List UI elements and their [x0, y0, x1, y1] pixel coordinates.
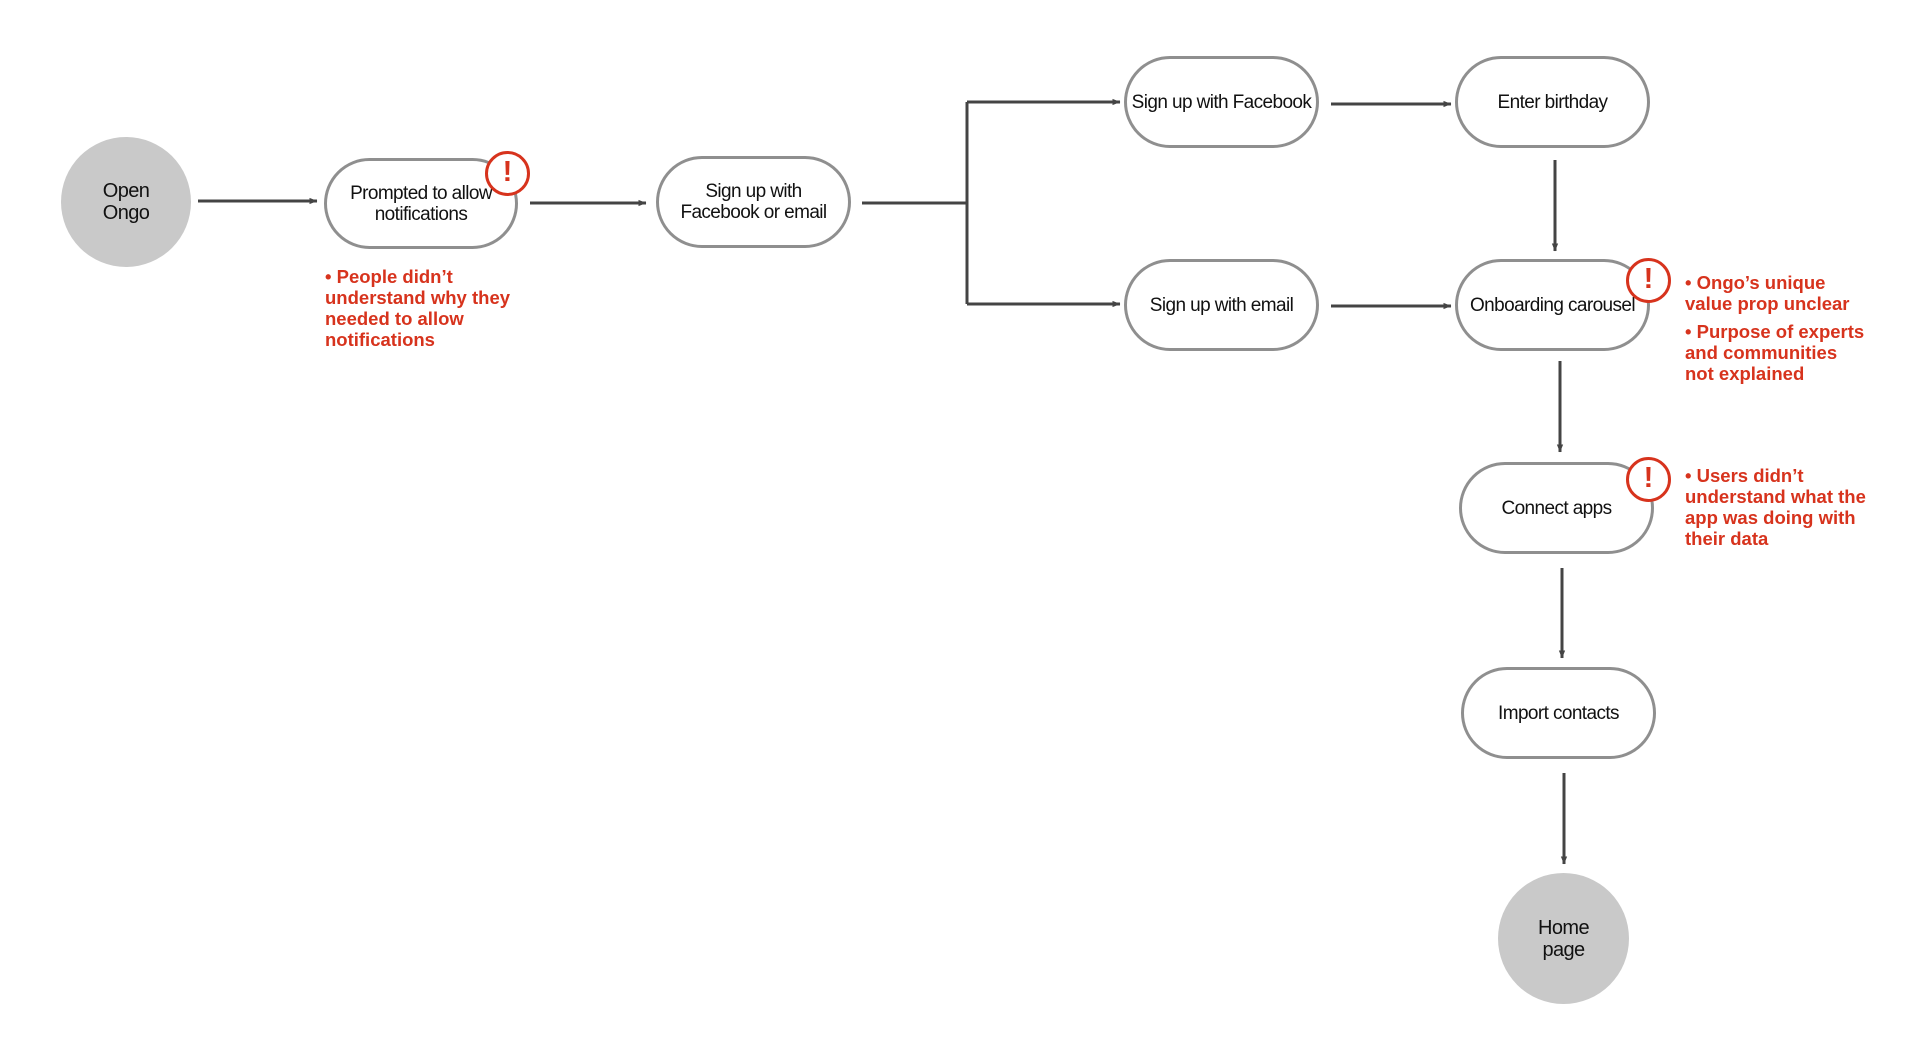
- alert-connect-apps-icon: !: [1626, 457, 1671, 502]
- end-home-page-node: Home page: [1498, 873, 1629, 1004]
- sign-up-facebook-or-email-node: Sign up with Facebook or email: [656, 156, 851, 248]
- sign-up-email-label: Sign up with email: [1149, 294, 1294, 316]
- prompted-notifications-node: Prompted to allow notifications: [324, 158, 518, 249]
- sign-up-facebook-node: Sign up with Facebook: [1124, 56, 1319, 148]
- alert-notifications-icon: !: [485, 151, 530, 196]
- prompted-notifications-label: Prompted to allow notifications: [350, 182, 492, 225]
- import-contacts-label: Import contacts: [1498, 702, 1619, 724]
- onboarding-issue-note: Ongo’s unique value prop unclear Purpose…: [1685, 272, 1865, 391]
- connect-apps-issue-note: Users didn’t understand what the app was…: [1685, 465, 1885, 556]
- connect-apps-issue-item: Users didn’t understand what the app was…: [1685, 465, 1885, 549]
- enter-birthday-node: Enter birthday: [1455, 56, 1650, 148]
- sign-up-facebook-or-email-label: Sign up with Facebook or email: [680, 181, 827, 223]
- connect-apps-label: Connect apps: [1501, 497, 1612, 519]
- home-page-label: Home page: [1538, 916, 1590, 961]
- open-ongo-label: Open Ongo: [102, 180, 150, 224]
- start-open-ongo-node: Open Ongo: [61, 137, 191, 267]
- enter-birthday-label: Enter birthday: [1497, 91, 1608, 113]
- onboarding-issue-item: Purpose of experts and communities not e…: [1685, 321, 1865, 384]
- sign-up-facebook-label: Sign up with Facebook: [1131, 91, 1312, 113]
- import-contacts-node: Import contacts: [1461, 667, 1656, 759]
- onboarding-issue-item: Ongo’s unique value prop unclear: [1685, 272, 1865, 314]
- notifications-issue-item: People didn’t understand why they needed…: [325, 266, 525, 350]
- notifications-issue-note: People didn’t understand why they needed…: [325, 266, 525, 357]
- connect-apps-node: Connect apps: [1459, 462, 1654, 554]
- onboarding-carousel-label: Onboarding carousel: [1470, 294, 1636, 316]
- alert-onboarding-icon: !: [1626, 258, 1671, 303]
- sign-up-email-node: Sign up with email: [1124, 259, 1319, 351]
- onboarding-carousel-node: Onboarding carousel: [1455, 259, 1650, 351]
